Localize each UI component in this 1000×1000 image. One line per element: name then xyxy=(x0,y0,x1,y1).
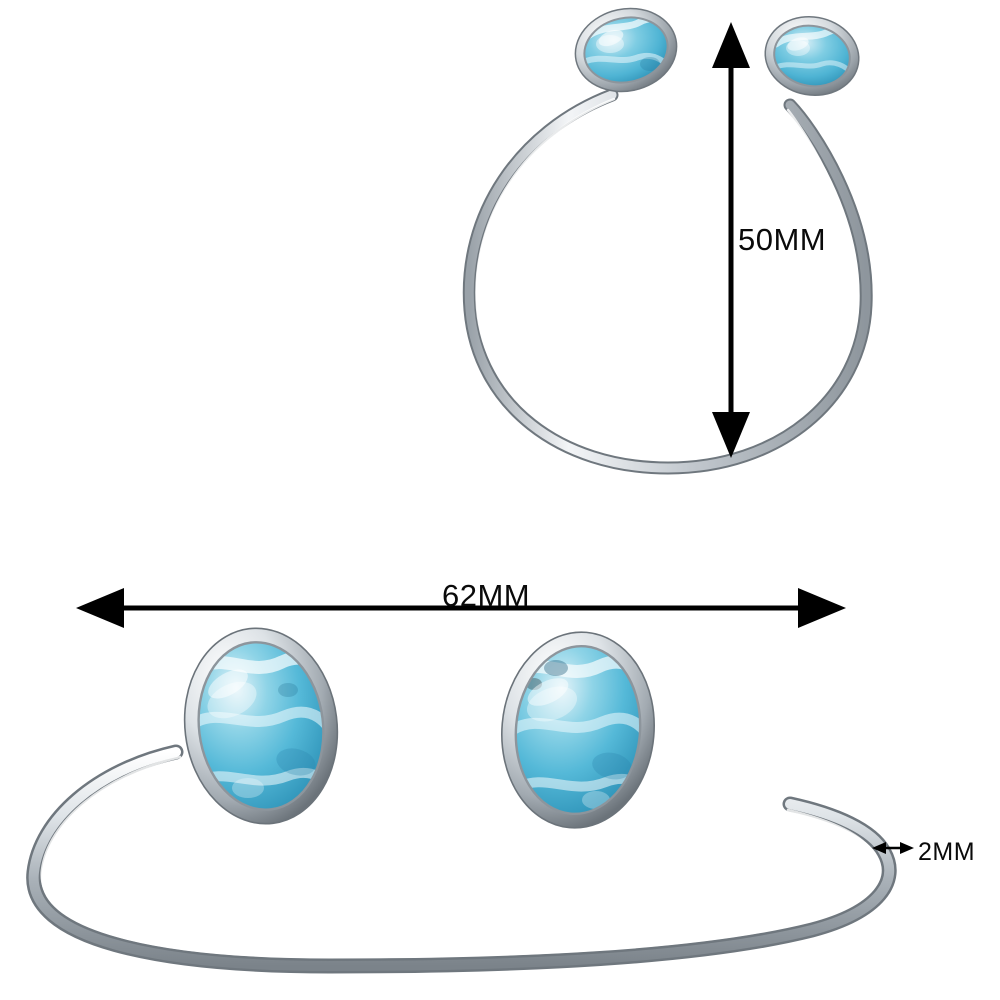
stone-front-right xyxy=(501,631,655,829)
stone-top-left xyxy=(574,7,678,93)
top-view-band xyxy=(462,88,873,475)
stone-front-left xyxy=(183,627,339,825)
height-dimension-label: 50MM xyxy=(738,222,827,257)
width-dimension-label: 62MM xyxy=(442,578,531,613)
stone-top-right xyxy=(764,15,860,97)
thickness-dimension-arrow xyxy=(872,842,914,854)
width-dimension-arrow xyxy=(76,588,846,628)
front-view-band xyxy=(26,744,897,974)
thickness-dimension-label: 2MM xyxy=(918,838,976,866)
height-dimension-arrow xyxy=(712,22,750,458)
